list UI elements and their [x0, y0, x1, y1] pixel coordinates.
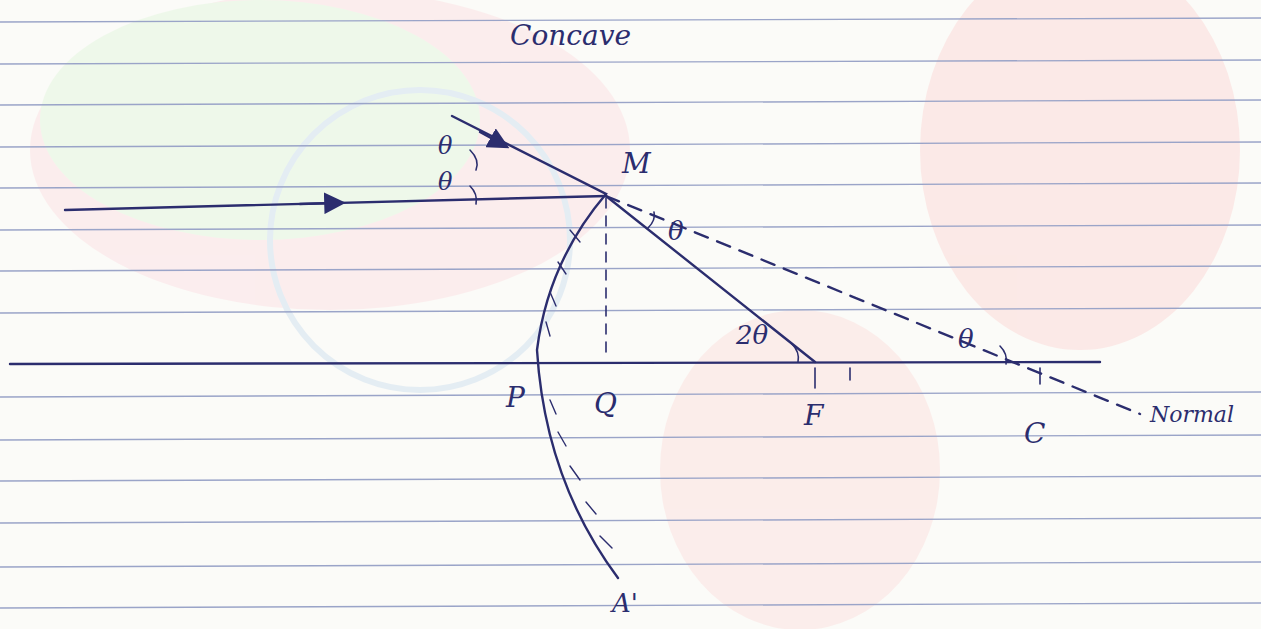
point-label: A'	[612, 590, 638, 616]
angle-label: θ	[958, 326, 974, 352]
angle-label: θ	[438, 170, 452, 194]
optics-drawing	[10, 116, 1140, 578]
angle-label: θ	[668, 218, 684, 244]
point-label: P	[506, 384, 525, 412]
point-label: F	[804, 402, 823, 430]
watermark	[30, 0, 1240, 629]
ruled-lines	[0, 18, 1261, 608]
line-label: Normal	[1150, 404, 1234, 426]
point-label: M	[622, 150, 651, 178]
mirror-type-label: Concave	[510, 22, 631, 50]
point-label: C	[1024, 420, 1045, 448]
angle-label: 2θ	[736, 322, 768, 348]
point-label: Q	[594, 390, 617, 418]
angle-label: θ	[438, 134, 452, 158]
